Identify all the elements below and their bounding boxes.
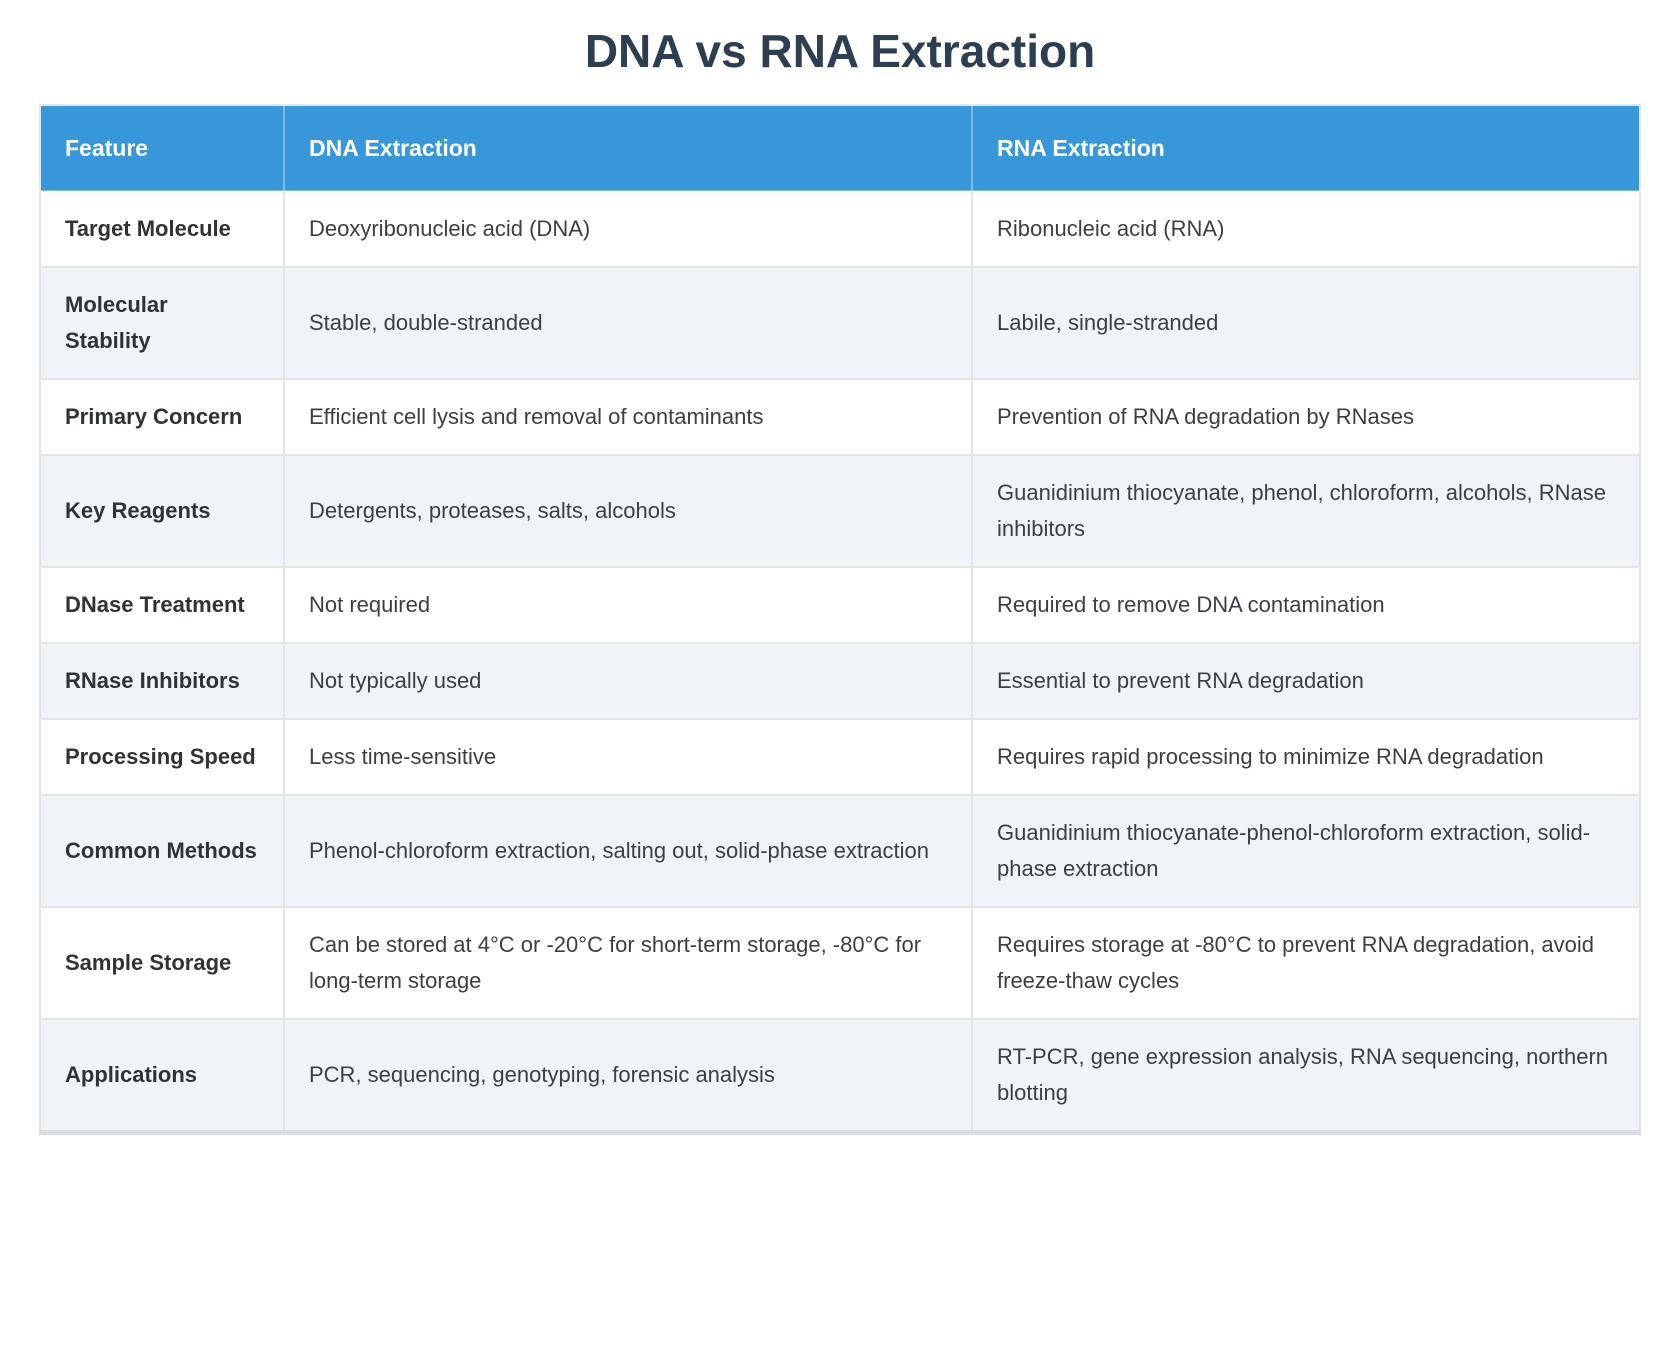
- rna-cell: Prevention of RNA degradation by RNases: [971, 378, 1641, 456]
- feature-label: Sample Storage: [39, 906, 285, 1020]
- header-row: Feature DNA Extraction RNA Extraction: [39, 104, 1641, 192]
- feature-label: Molecular Stability: [39, 266, 285, 380]
- feature-label: Applications: [39, 1018, 285, 1135]
- rna-cell: Requires storage at -80°C to prevent RNA…: [971, 906, 1641, 1020]
- table-row-rnase-inhibitors: RNase Inhibitors Not typically used Esse…: [39, 642, 1641, 720]
- dna-cell: Not typically used: [283, 642, 973, 720]
- feature-label: Common Methods: [39, 794, 285, 908]
- dna-cell: PCR, sequencing, genotyping, forensic an…: [283, 1018, 973, 1135]
- dna-cell: Deoxyribonucleic acid (DNA): [283, 190, 973, 268]
- feature-label: RNase Inhibitors: [39, 642, 285, 720]
- rna-cell: Guanidinium thiocyanate, phenol, chlorof…: [971, 454, 1641, 568]
- comparison-table: Feature DNA Extraction RNA Extraction Ta…: [39, 104, 1641, 1135]
- rna-cell: Required to remove DNA contamination: [971, 566, 1641, 644]
- table-row-dnase-treatment: DNase Treatment Not required Required to…: [39, 566, 1641, 644]
- column-header-rna-extraction: RNA Extraction: [971, 104, 1641, 192]
- table-row-target-molecule: Target Molecule Deoxyribonucleic acid (D…: [39, 190, 1641, 268]
- table-row-applications: Applications PCR, sequencing, genotyping…: [39, 1018, 1641, 1135]
- table-row-common-methods: Common Methods Phenol-chloroform extract…: [39, 794, 1641, 908]
- rna-cell: RT-PCR, gene expression analysis, RNA se…: [971, 1018, 1641, 1135]
- table-row-key-reagents: Key Reagents Detergents, proteases, salt…: [39, 454, 1641, 568]
- dna-cell: Efficient cell lysis and removal of cont…: [283, 378, 973, 456]
- feature-label: Key Reagents: [39, 454, 285, 568]
- table-row-sample-storage: Sample Storage Can be stored at 4°C or -…: [39, 906, 1641, 1020]
- dna-cell: Can be stored at 4°C or -20°C for short-…: [283, 906, 973, 1020]
- feature-label: Target Molecule: [39, 190, 285, 268]
- table-row-processing-speed: Processing Speed Less time-sensitive Req…: [39, 718, 1641, 796]
- feature-label: Processing Speed: [39, 718, 285, 796]
- dna-cell: Phenol-chloroform extraction, salting ou…: [283, 794, 973, 908]
- dna-cell: Not required: [283, 566, 973, 644]
- column-header-feature: Feature: [39, 104, 285, 192]
- dna-cell: Less time-sensitive: [283, 718, 973, 796]
- rna-cell: Labile, single-stranded: [971, 266, 1641, 380]
- rna-cell: Ribonucleic acid (RNA): [971, 190, 1641, 268]
- feature-label: Primary Concern: [39, 378, 285, 456]
- rna-cell: Essential to prevent RNA degradation: [971, 642, 1641, 720]
- table-row-primary-concern: Primary Concern Efficient cell lysis and…: [39, 378, 1641, 456]
- rna-cell: Requires rapid processing to minimize RN…: [971, 718, 1641, 796]
- dna-cell: Stable, double-stranded: [283, 266, 973, 380]
- rna-cell: Guanidinium thiocyanate-phenol-chlorofor…: [971, 794, 1641, 908]
- feature-label: DNase Treatment: [39, 566, 285, 644]
- page-title: DNA vs RNA Extraction: [584, 25, 1096, 77]
- dna-cell: Detergents, proteases, salts, alcohols: [283, 454, 973, 568]
- table-row-molecular-stability: Molecular Stability Stable, double-stran…: [39, 266, 1641, 380]
- column-header-dna-extraction: DNA Extraction: [283, 104, 973, 192]
